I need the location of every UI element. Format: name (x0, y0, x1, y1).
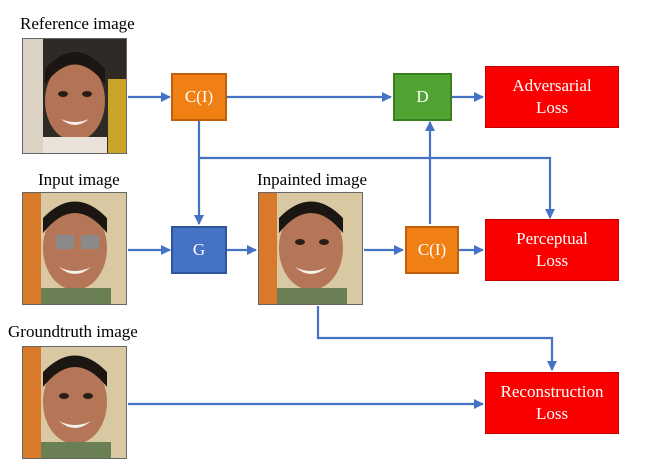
classifier-node-bottom: C(I) (405, 226, 459, 274)
discriminator-node: D (393, 73, 452, 121)
inpainted-face-image (258, 192, 363, 305)
classifier-node-bottom-label: C(I) (417, 239, 447, 259)
generator-node-label: G (192, 239, 206, 259)
discriminator-node-label: D (416, 86, 429, 106)
adversarial-loss-line1: Adversarial (512, 75, 592, 95)
input-face-image (22, 192, 127, 305)
generator-node: G (171, 226, 227, 274)
inpainted-image-label: Inpainted image (257, 170, 367, 189)
reconstruction-loss-box: Reconstruction Loss (485, 372, 619, 434)
reconstruction-loss-line1: Reconstruction (500, 381, 604, 401)
input-image-label: Input image (38, 170, 120, 189)
inpainted-face-drawing (259, 193, 362, 304)
reference-image-label: Reference image (20, 14, 135, 33)
groundtruth-image-label: Groundtruth image (8, 322, 138, 341)
classifier-node-top-label: C(I) (184, 86, 214, 106)
perceptual-loss-line2: Loss (535, 251, 569, 270)
perceptual-loss-line1: Perceptual (516, 228, 588, 248)
classifier-node-top: C(I) (171, 73, 227, 121)
adversarial-loss-line2: Loss (535, 98, 569, 117)
reference-face-image (22, 38, 127, 154)
perceptual-loss-box: Perceptual Loss (485, 219, 619, 281)
adversarial-loss-box: Adversarial Loss (485, 66, 619, 128)
groundtruth-face-image (22, 346, 127, 459)
groundtruth-face-drawing (23, 347, 126, 458)
reference-face-drawing (23, 39, 126, 153)
reconstruction-loss-line2: Loss (535, 404, 569, 423)
input-face-drawing (23, 193, 126, 304)
